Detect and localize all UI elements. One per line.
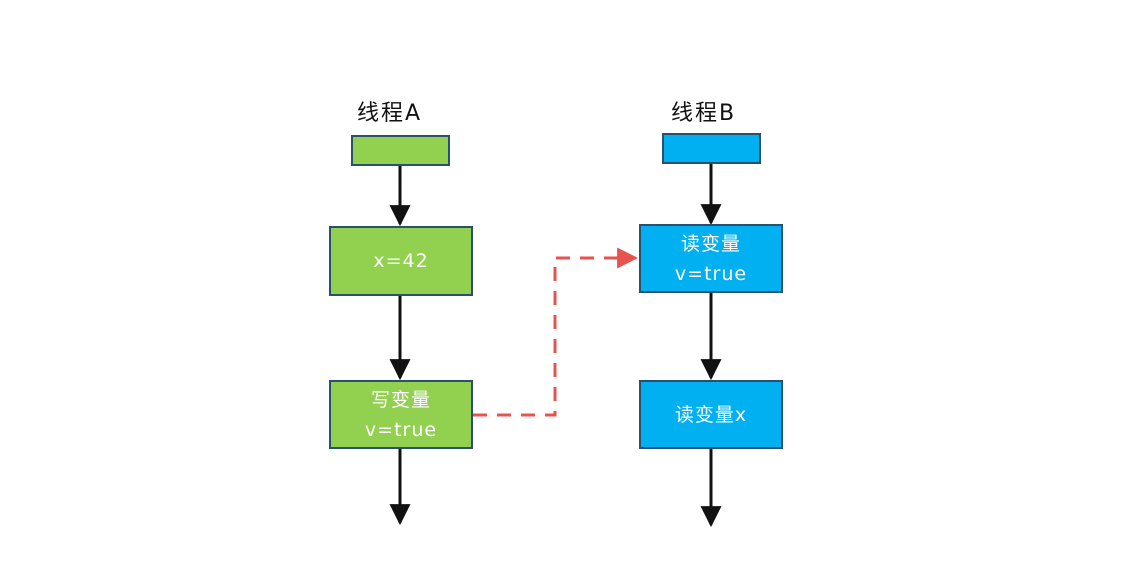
thread-a-write-v-node: 写变量 v=true (329, 380, 473, 449)
read-v-value: v=true (674, 262, 748, 285)
thread-b-read-x-node: 读变量x (639, 380, 783, 449)
read-x-label: 读变量x (674, 403, 748, 426)
assign-x-label: x=42 (373, 250, 429, 272)
thread-a-start-bar (351, 135, 450, 166)
write-v-label: 写变量 (370, 388, 431, 411)
read-v-label: 读变量 (680, 232, 741, 255)
thread-b-start-bar (662, 133, 761, 164)
thread-a-title: 线程A (357, 101, 423, 126)
thread-b-title: 线程B (671, 101, 737, 126)
sync-dashed-arrow (473, 247, 639, 417)
thread-a-assign-x-node: x=42 (329, 226, 473, 296)
write-v-value: v=true (364, 418, 438, 441)
thread-b-read-v-node: 读变量 v=true (639, 224, 783, 293)
